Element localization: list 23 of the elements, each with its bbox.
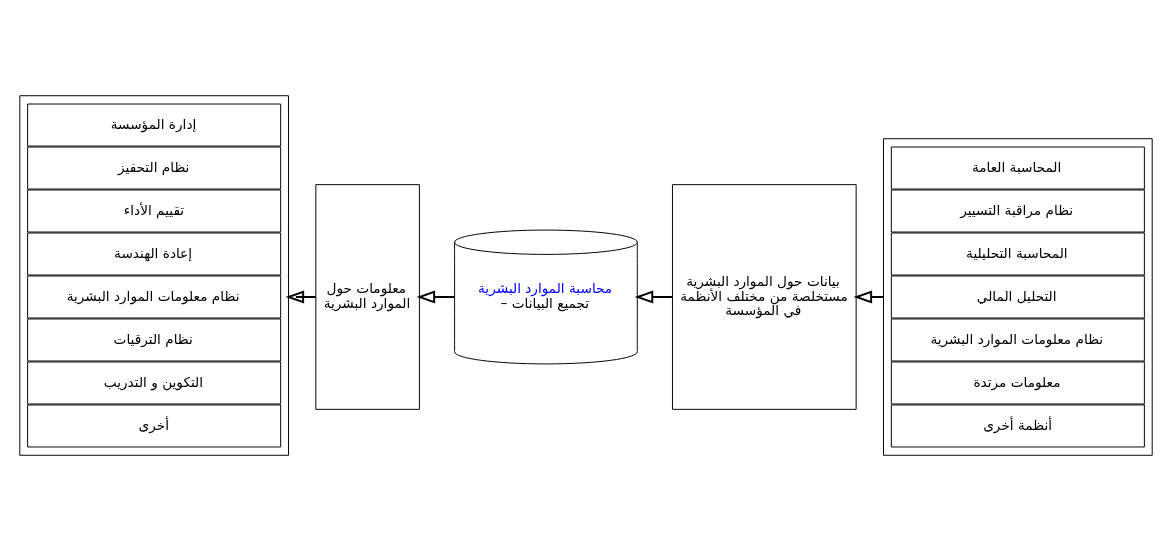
node-box: تقييم الأداء [27, 189, 282, 233]
node-box: معلومات حول الموارد البشرية [315, 184, 420, 410]
node-box: التحليل المالي [890, 275, 1145, 319]
node-box: المحاسبة التحليلية [890, 232, 1145, 276]
arrow [416, 290, 456, 304]
node-box: نظام الترقيات [27, 318, 282, 362]
arrow [634, 290, 674, 304]
cluster [19, 95, 289, 456]
node-box: التكوين و التدريب [27, 361, 282, 405]
node-box: المحاسبة العامة [890, 146, 1145, 190]
node-box: نظام التحفيز [27, 146, 282, 190]
node-box: أنظمة أخرى [890, 404, 1145, 448]
node-box: إدارة المؤسسة [27, 103, 282, 147]
node-box: نظام معلومات الموارد البشرية [890, 318, 1145, 362]
node-box: نظام مراقبة التسيير [890, 189, 1145, 233]
cluster [883, 138, 1153, 456]
arrow [285, 290, 317, 304]
node-box: نظام معلومات الموارد البشرية [27, 275, 282, 319]
node-box: أخرى [27, 404, 282, 448]
node-box: إعادة الهندسة [27, 232, 282, 276]
arrow [853, 290, 885, 304]
node-box: بيانات حول الموارد البشرية مستخلصة من مختلف الأنظمة في المؤسسة [672, 184, 857, 410]
node-box: معلومات مرتدة [890, 361, 1145, 405]
